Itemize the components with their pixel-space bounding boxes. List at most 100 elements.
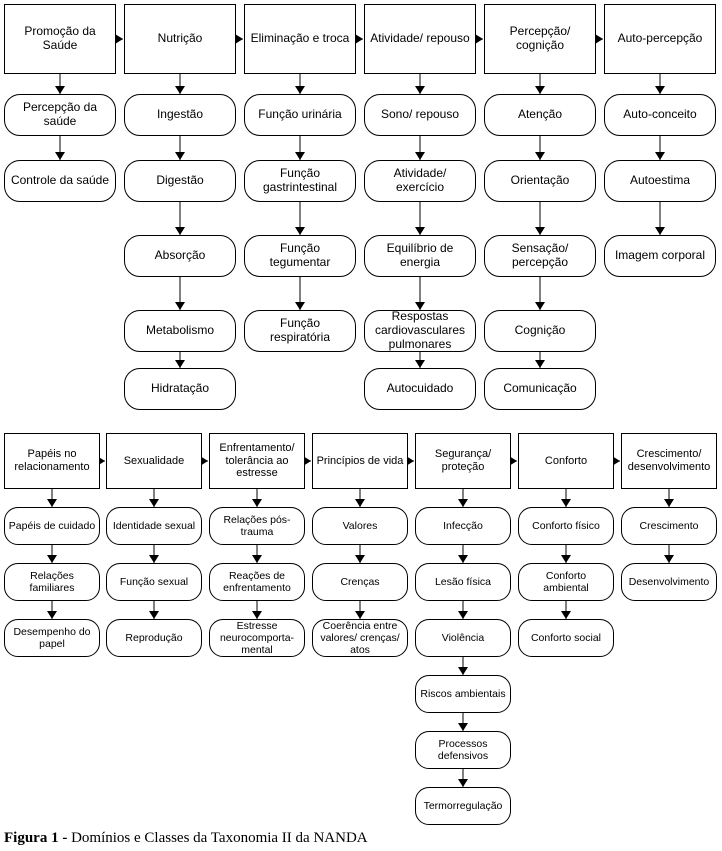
class-arrowhead (561, 499, 571, 507)
class-arrowhead (47, 555, 57, 563)
class-arrowhead (295, 302, 305, 310)
class-box-conforto-ambiental: Conforto ambiental (518, 563, 614, 601)
class-arrowhead (561, 555, 571, 563)
class-arrowhead (295, 152, 305, 160)
class-box-termorregulacao: Termorregulação (415, 787, 511, 825)
domain-box-promocao-da-saude: Promoção da Saúde (4, 4, 116, 74)
class-box-identidade-sexual: Identidade sexual (106, 507, 202, 545)
caption-text: Domínios e Classes da Taxonomia II da NA… (71, 830, 368, 846)
class-box-papeis-de-cuidado: Papéis de cuidado (4, 507, 100, 545)
domain-box-principios-de-vida: Princípios de vida (312, 433, 408, 489)
class-arrowhead (295, 227, 305, 235)
domain-arrowhead (115, 34, 123, 44)
class-arrowhead (252, 499, 262, 507)
class-arrowhead (535, 86, 545, 94)
class-box-absorcao: Absorção (124, 235, 236, 277)
class-arrowhead (535, 227, 545, 235)
class-arrowhead (458, 611, 468, 619)
class-arrowhead (415, 86, 425, 94)
class-arrowhead (535, 360, 545, 368)
class-box-relacoes-pos-trauma: Relações pós- trauma (209, 507, 305, 545)
class-box-coerencia-entre-valores-crencas-atos: Coerência entre valores/ crenças/ atos (312, 619, 408, 657)
class-box-percepcao-da-saude: Percepção da saúde (4, 94, 116, 136)
domain-arrowhead (509, 456, 517, 466)
class-arrowhead (664, 499, 674, 507)
class-arrowhead (295, 86, 305, 94)
domain-arrowhead (612, 456, 620, 466)
class-box-sensacao-percepcao: Sensação/ percepção (484, 235, 596, 277)
class-box-atividade-exercicio: Atividade/ exercício (364, 160, 476, 202)
class-arrowhead (655, 152, 665, 160)
class-box-reacoes-de-enfrentamento: Reações de enfrentamento (209, 563, 305, 601)
class-arrowhead (355, 555, 365, 563)
class-box-crencas: Crenças (312, 563, 408, 601)
class-arrowhead (655, 227, 665, 235)
domain-arrowhead (303, 456, 311, 466)
class-arrowhead (415, 302, 425, 310)
class-arrowhead (355, 611, 365, 619)
class-box-funcao-respiratoria: Função respiratória (244, 310, 356, 352)
class-box-controle-da-saude: Controle da saúde (4, 160, 116, 202)
class-box-desempenho-do-papel: Desempenho do papel (4, 619, 100, 657)
class-arrowhead (175, 86, 185, 94)
domain-arrowhead (595, 34, 603, 44)
class-box-cognicao: Cognição (484, 310, 596, 352)
class-arrowhead (655, 86, 665, 94)
class-arrowhead (458, 723, 468, 731)
class-arrowhead (55, 86, 65, 94)
domain-arrowhead (406, 456, 414, 466)
class-box-equilibrio-de-energia: Equilíbrio de energia (364, 235, 476, 277)
domain-box-conforto: Conforto (518, 433, 614, 489)
class-box-digestao: Digestão (124, 160, 236, 202)
class-box-hidratacao: Hidratação (124, 368, 236, 410)
class-arrowhead (175, 227, 185, 235)
class-arrowhead (415, 227, 425, 235)
class-box-infeccao: Infecção (415, 507, 511, 545)
figure-caption: Figura 1 - Domínios e Classes da Taxonom… (4, 830, 368, 847)
class-box-autocuidado: Autocuidado (364, 368, 476, 410)
class-box-relacoes-familiares: Relações familiares (4, 563, 100, 601)
class-arrowhead (415, 360, 425, 368)
class-arrowhead (355, 499, 365, 507)
class-arrowhead (149, 555, 159, 563)
class-box-atencao: Atenção (484, 94, 596, 136)
domain-box-crescimento-desenvolvimento: Crescimento/ desenvolvimento (621, 433, 717, 489)
class-arrowhead (175, 360, 185, 368)
class-box-funcao-sexual: Função sexual (106, 563, 202, 601)
class-arrowhead (175, 152, 185, 160)
class-box-funcao-gastrintestinal: Função gastrintestinal (244, 160, 356, 202)
domain-box-enfrentamento-tolerancia-ao-estresse: Enfrentamento/ tolerância ao estresse (209, 433, 305, 489)
domain-arrowhead (475, 34, 483, 44)
class-arrowhead (55, 152, 65, 160)
class-arrowhead (458, 555, 468, 563)
class-box-estresse-neurocomporta-mental: Estresse neurocomporta- mental (209, 619, 305, 657)
class-arrowhead (252, 555, 262, 563)
class-arrowhead (458, 667, 468, 675)
domain-arrowhead (200, 456, 208, 466)
class-box-metabolismo: Metabolismo (124, 310, 236, 352)
class-box-valores: Valores (312, 507, 408, 545)
class-box-imagem-corporal: Imagem corporal (604, 235, 716, 277)
class-box-auto-conceito: Auto-conceito (604, 94, 716, 136)
class-box-respostas-cardiovasculares-pulmonares: Respostas cardiovasculares pulmonares (364, 309, 476, 352)
class-box-ingestao: Ingestão (124, 94, 236, 136)
class-arrowhead (535, 152, 545, 160)
class-box-violencia: Violência (415, 619, 511, 657)
domain-arrowhead (235, 34, 243, 44)
class-box-processos-defensivos: Processos defensivos (415, 731, 511, 769)
class-box-sono-repouso: Sono/ repouso (364, 94, 476, 136)
class-arrowhead (47, 611, 57, 619)
class-box-comunicacao: Comunicação (484, 368, 596, 410)
class-arrowhead (149, 611, 159, 619)
class-box-orientacao: Orientação (484, 160, 596, 202)
class-arrowhead (252, 611, 262, 619)
class-arrowhead (415, 152, 425, 160)
class-box-funcao-urinaria: Função urinária (244, 94, 356, 136)
class-box-conforto-fisico: Conforto físico (518, 507, 614, 545)
domain-box-percepcao-cognicao: Percepção/ cognição (484, 4, 596, 74)
class-arrowhead (664, 555, 674, 563)
domain-box-nutricao: Nutrição (124, 4, 236, 74)
domain-arrowhead (355, 34, 363, 44)
